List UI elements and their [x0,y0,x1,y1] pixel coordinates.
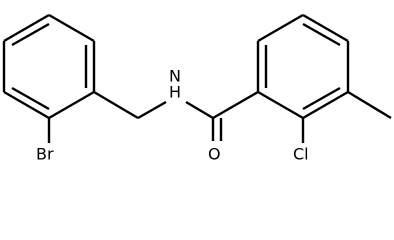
bond [93,90,139,120]
bond [48,13,95,43]
nitrogen-label: N [169,67,181,86]
bromophenyl-ring [2,13,96,120]
double-bond-inner [302,22,341,47]
double-bond-inner [11,86,50,111]
bond [48,90,95,120]
bond [3,90,50,120]
molecule-structure: Br N H O Cl [2,13,392,164]
double-bond-inner [11,22,50,47]
methyl-bond [347,90,392,120]
bond [257,90,304,120]
chloromethylphenyl-ring [256,13,350,120]
bond [302,90,349,120]
bond [257,13,304,43]
bond [3,13,50,43]
bond [212,90,259,120]
oxygen-label: O [208,145,221,164]
bond [302,13,349,43]
chlorine-label: Cl [293,145,309,164]
double-bond-inner [302,86,341,111]
bond [137,100,167,120]
bromine-label: Br [36,145,54,164]
bond [185,100,214,120]
hydrogen-label: H [169,83,181,102]
